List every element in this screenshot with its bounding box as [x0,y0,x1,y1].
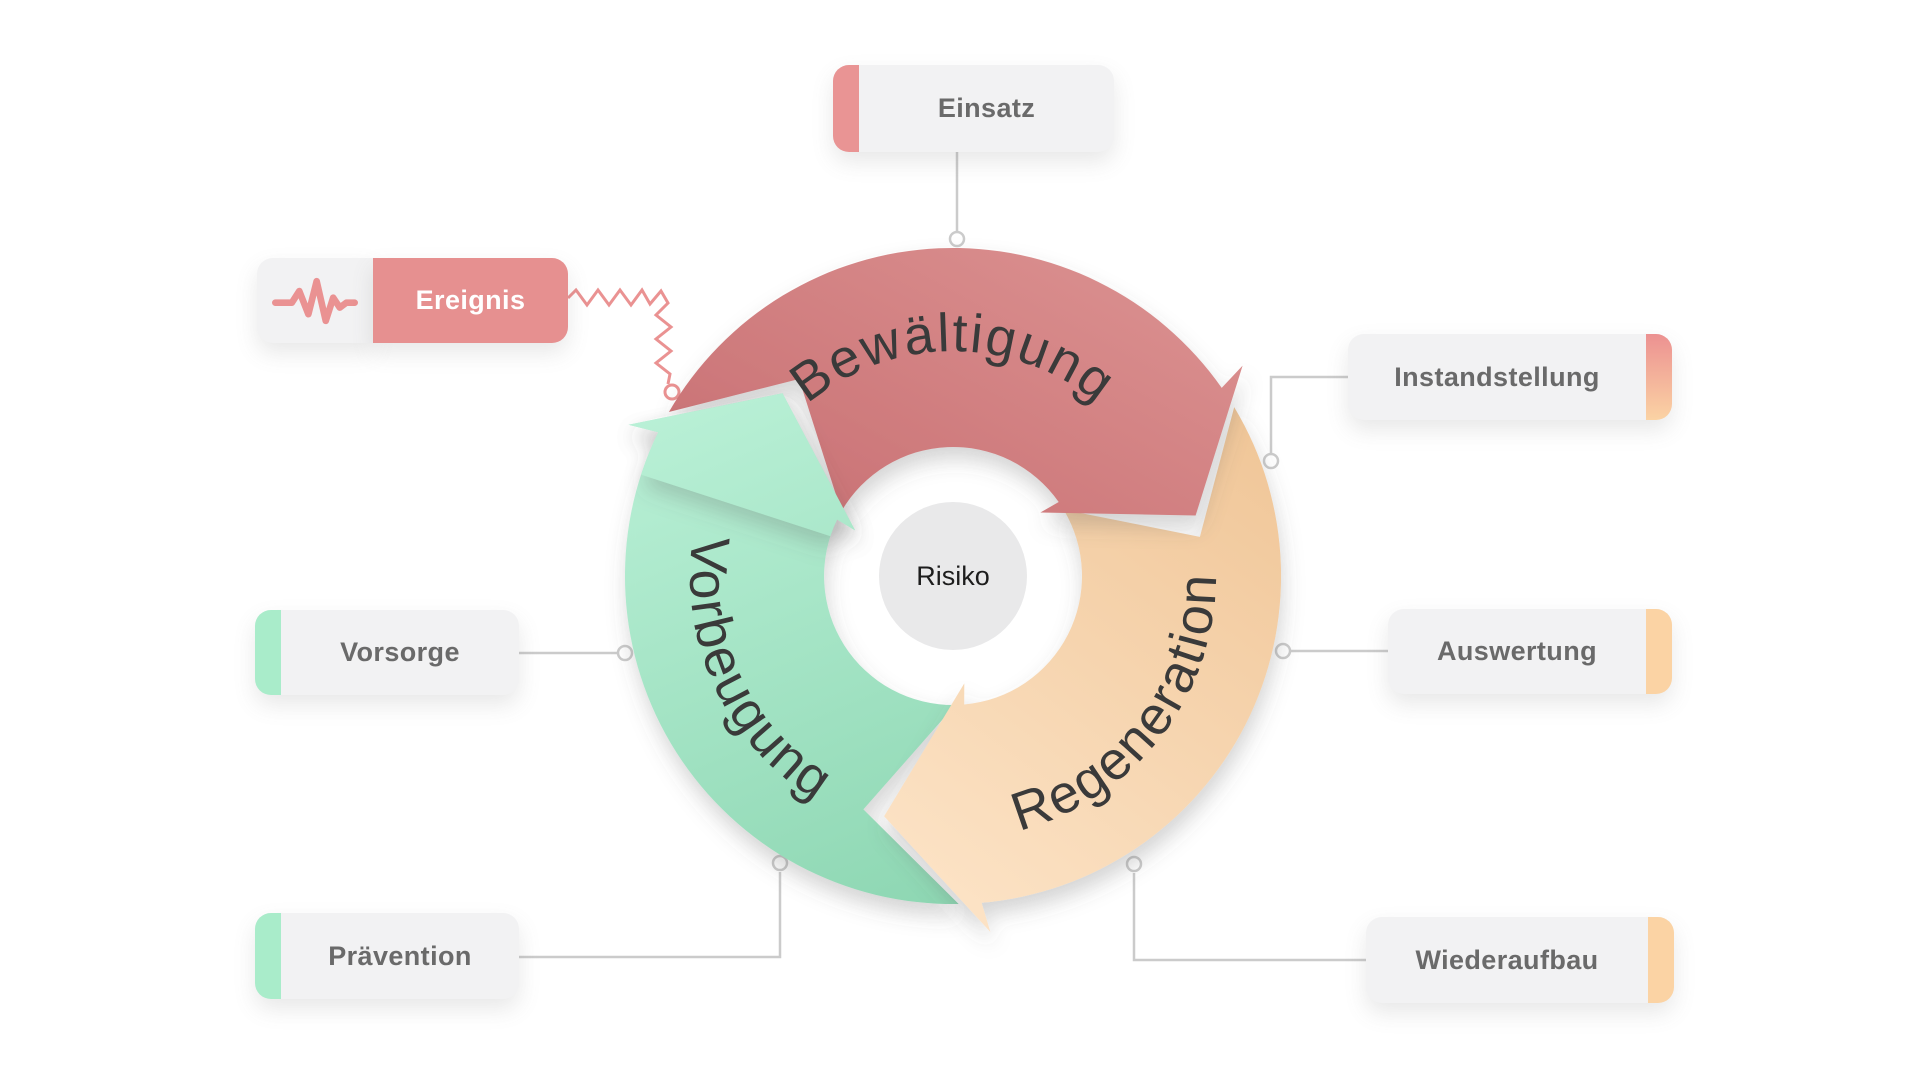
connector-dot-vorsorge [616,644,634,662]
connectors [493,152,1388,962]
cycle-arrows [624,247,1282,933]
instandstellung-label-text: Instandstellung [1394,361,1600,392]
einsatz-label-text: Einsatz [937,93,1036,123]
connector-praevention [493,872,782,959]
connector-dot-praevention [771,854,789,872]
connector-wiederaufbau [1132,873,1366,962]
risiko-label: Risiko [916,560,990,591]
wiederaufbau-label-text: Wiederaufbau [1415,944,1599,975]
ereignis-label-text: Ereignis [415,285,526,315]
segment-bewaeltigung [668,247,1243,516]
label-wiederaufbau: Wiederaufbau [1366,917,1674,1003]
label-vorsorge: Vorsorge [255,610,519,695]
connector-dot-wiederaufbau [1125,855,1143,873]
vorsorge-accent-bar [255,610,281,695]
risiko-circle: Risiko [879,502,1027,650]
seismic-wave-icon [272,277,358,324]
segment-vorbeugung-arrowhead [628,393,856,537]
instandstellung-accent-bar [1646,334,1672,420]
segment-regeneration [884,407,1282,933]
connector-dot-instandstellung [1262,452,1280,470]
label-auswertung: Auswertung [1388,609,1672,694]
connector-instandstellung [1269,375,1348,453]
ereignis-icon-box [257,258,373,343]
label-praevention: Prävention [255,913,519,999]
einsatz-accent-bar [833,65,859,152]
connector-dot-einsatz [948,230,966,248]
connector-dot-auswertung [1274,642,1292,660]
praevention-label-text: Prävention [328,940,472,971]
auswertung-label-text: Auswertung [1436,636,1597,666]
label-einsatz: Einsatz [833,65,1114,152]
wiederaufbau-accent-bar [1648,917,1674,1003]
ereignis-zigzag-dot [663,383,681,401]
praevention-accent-bar [255,913,281,999]
segment-vorbeugung [624,393,959,905]
label-ereignis: Ereignis [373,258,568,343]
ereignis-zigzag-connector [566,287,674,385]
label-instandstellung: Instandstellung [1348,334,1672,420]
vorsorge-label-text: Vorsorge [340,637,460,667]
auswertung-accent-bar [1646,609,1672,694]
